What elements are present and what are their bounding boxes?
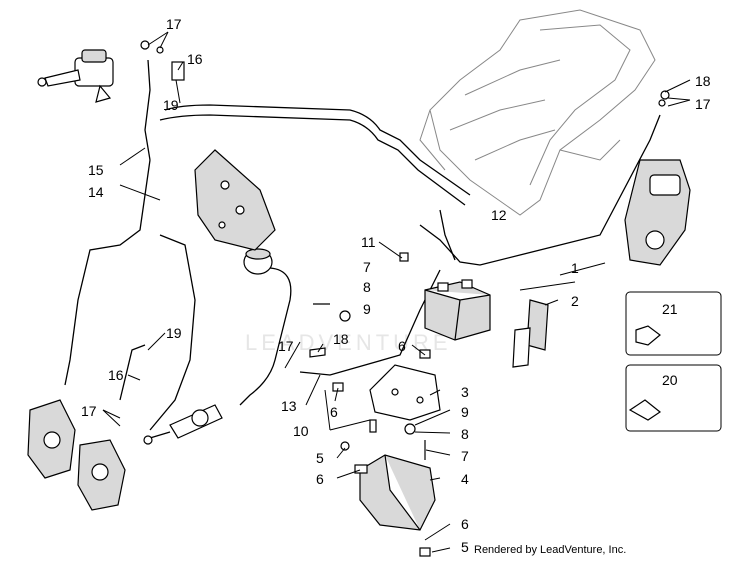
- callout-6: 6: [316, 471, 324, 487]
- callout-21: 21: [662, 301, 678, 317]
- abs-bracket: [369, 364, 441, 421]
- callout-7: 7: [363, 259, 371, 275]
- callout-4: 4: [461, 471, 469, 487]
- callout-18: 18: [333, 331, 349, 347]
- frame-assembly: [419, 9, 656, 216]
- callout-6: 6: [398, 338, 406, 354]
- callout-12: 12: [491, 207, 507, 223]
- callout-2: 2: [571, 293, 579, 309]
- callout-17: 17: [166, 16, 182, 32]
- callout-15: 15: [88, 162, 104, 178]
- heel-guard-plate: [194, 149, 276, 251]
- callout-8: 8: [461, 426, 469, 442]
- front-caliper-left: [27, 399, 76, 479]
- callout-6: 6: [330, 404, 338, 420]
- leader-lines: [102, 31, 691, 553]
- render-credit: Rendered by LeadVenture, Inc.: [474, 544, 626, 556]
- inset-box-21: [625, 291, 722, 356]
- callout-11: 11: [361, 234, 376, 250]
- rear-master-cylinder: [143, 248, 292, 445]
- callout-3: 3: [461, 384, 469, 400]
- callouts: 1 2 3 4 5 5 6 6 6 6 7 7 8 8 9 9 10 11 12…: [81, 16, 711, 555]
- hardware: [140, 40, 670, 557]
- callout-20: 20: [662, 372, 678, 388]
- brake-pipes: [64, 59, 661, 431]
- callout-19: 19: [163, 97, 179, 113]
- callout-17: 17: [81, 403, 97, 419]
- front-master-cylinder: [37, 49, 114, 103]
- callout-5: 5: [316, 450, 324, 466]
- callout-14: 14: [88, 184, 104, 200]
- abs-modulator: [424, 279, 491, 341]
- inset-box-20: [625, 364, 722, 432]
- callout-17: 17: [278, 338, 294, 354]
- callout-16: 16: [108, 367, 124, 383]
- callout-7: 7: [461, 448, 469, 464]
- rear-caliper: [624, 159, 691, 266]
- callout-18: 18: [695, 73, 711, 89]
- callout-9: 9: [461, 404, 469, 420]
- callout-16: 16: [187, 51, 203, 67]
- callout-8: 8: [363, 279, 371, 295]
- callout-5: 5: [461, 539, 469, 555]
- callout-1: 1: [571, 260, 579, 276]
- callout-17: 17: [695, 96, 711, 112]
- callout-6: 6: [461, 516, 469, 532]
- callout-19: 19: [166, 325, 182, 341]
- abs-cover: [359, 454, 436, 531]
- front-caliper-right: [77, 439, 126, 511]
- callout-13: 13: [281, 398, 297, 414]
- callout-10: 10: [293, 423, 309, 439]
- callout-9: 9: [363, 301, 371, 317]
- abs-connector: [512, 299, 549, 368]
